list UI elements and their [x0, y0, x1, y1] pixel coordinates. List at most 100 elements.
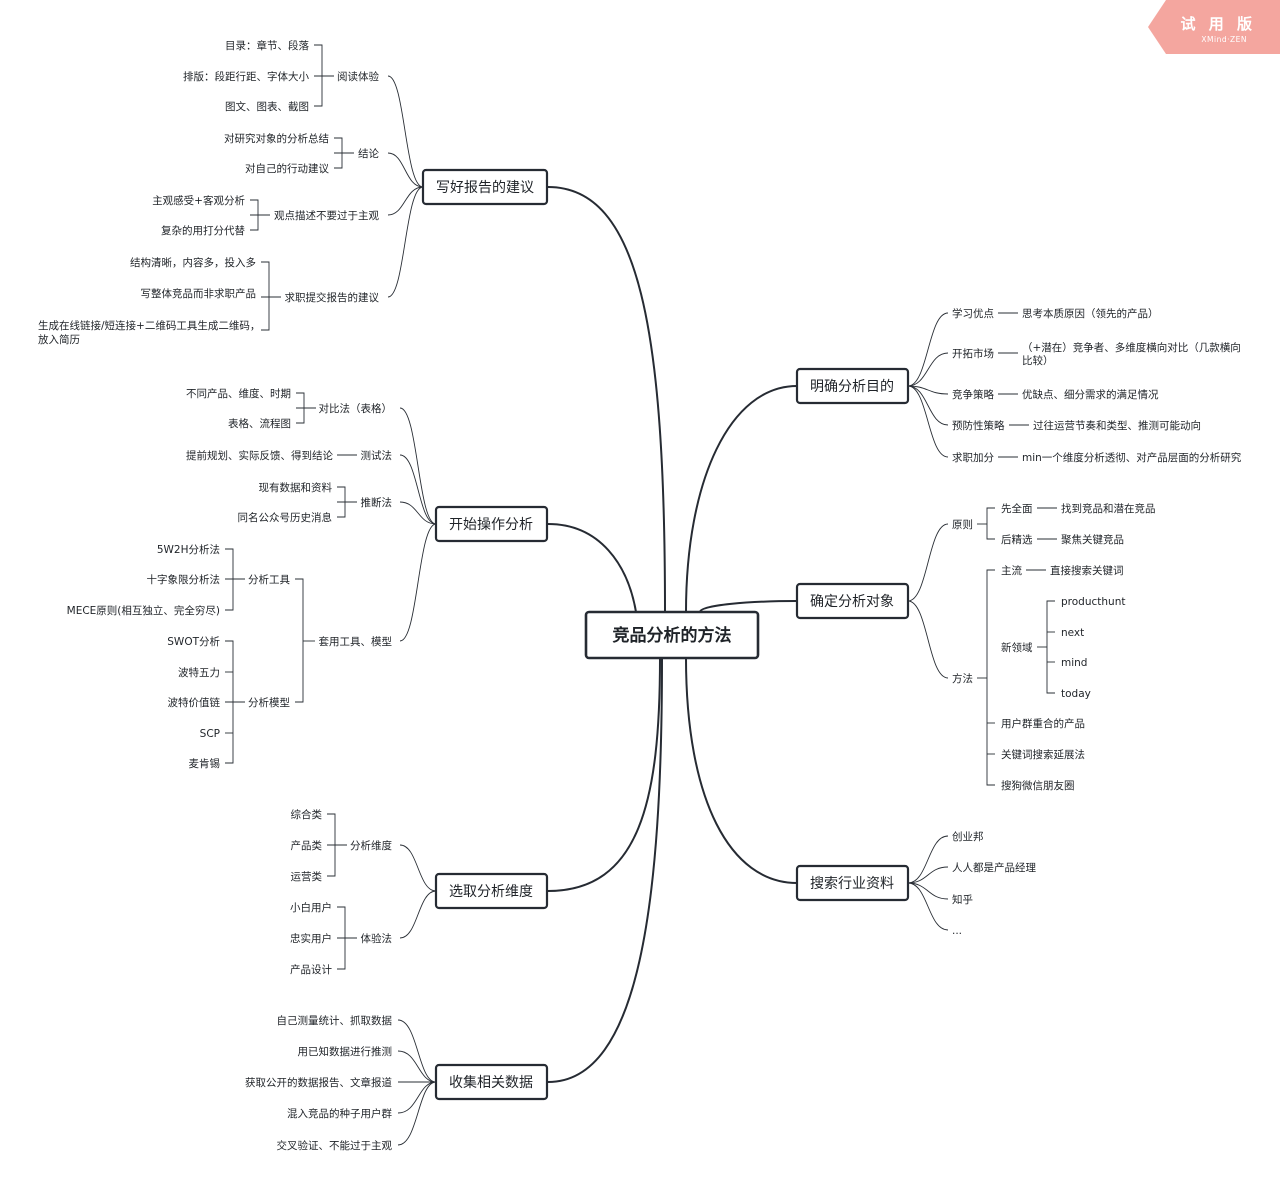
trial-badge[interactable]: 试 用 版 XMind·ZEN — [1148, 0, 1280, 54]
branch-target: 确定分析对象 原则 先全面 找到竞品和潜在竞品 后精选 聚焦关键竞品 方法 主流… — [795, 502, 1156, 792]
node-operation-type[interactable]: 运营类 — [291, 870, 323, 883]
node-conclusion[interactable]: 结论 — [358, 147, 379, 160]
node-zhihu[interactable]: 知乎 — [952, 893, 973, 906]
node-self-measure[interactable]: 自己测量统计、抓取数据 — [277, 1014, 393, 1027]
node-not-subjective[interactable]: 观点描述不要过于主观 — [274, 209, 379, 222]
node-quadrant[interactable]: 十字象限分析法 — [147, 573, 221, 586]
node-pictures[interactable]: 图文、图表、截图 — [225, 100, 309, 113]
node-online-link[interactable]: 生成在线链接/短连接+二维码工具生成二维码， — [38, 319, 260, 332]
main-node-label: 搜索行业资料 — [810, 875, 894, 892]
node-method[interactable]: 方法 — [952, 672, 973, 685]
node-swot[interactable]: SWOT分析 — [167, 635, 220, 648]
node-think-essence[interactable]: 思考本质原因（领先的产品） — [1022, 307, 1159, 320]
node-today[interactable]: today — [1061, 688, 1091, 700]
node-toc[interactable]: 目录：章节、段落 — [225, 39, 309, 52]
node-comprehensive[interactable]: 综合类 — [291, 808, 323, 821]
node-find-competitors[interactable]: 找到竞品和潜在竞品 — [1061, 502, 1156, 515]
branch-start-analysis: 开始操作分析 对比法（表格） 不同产品、维度、时期 表格、流程图 测试法 提前规… — [67, 387, 549, 770]
node-test-method[interactable]: 测试法 — [361, 449, 393, 462]
node-typesetting[interactable]: 排版：段距行距、字体大小 — [183, 70, 309, 83]
node-product-type[interactable]: 产品类 — [291, 839, 323, 852]
node-subjective-objective[interactable]: 主观感受+客观分析 — [152, 194, 245, 207]
node-new-domain[interactable]: 新领域 — [1001, 641, 1033, 654]
main-node-start-analysis[interactable]: 开始操作分析 — [434, 505, 549, 543]
node-open-market[interactable]: 开拓市场 — [952, 347, 994, 360]
node-deep-analysis[interactable]: min一个维度分析透彻、对产品层面的分析研究 — [1022, 451, 1242, 464]
main-node-label: 明确分析目的 — [810, 379, 894, 395]
branch-write-report: 写好报告的建议 阅读体验 目录：章节、段落 排版：段距行距、字体大小 图文、图表… — [38, 39, 549, 346]
node-sogou-wechat[interactable]: 搜狗微信朋友圈 — [1001, 779, 1075, 792]
main-node-label: 选取分析维度 — [449, 884, 533, 900]
node-mainstream[interactable]: 主流 — [1001, 564, 1022, 577]
main-node-label: 写好报告的建议 — [436, 180, 534, 196]
node-analysis-dims[interactable]: 分析维度 — [350, 839, 392, 852]
branch-purpose: 明确分析目的 学习优点 思考本质原因（领先的产品） 开拓市场 （+潜在）竞争者、… — [795, 307, 1242, 464]
main-node-purpose[interactable]: 明确分析目的 — [795, 367, 910, 405]
node-analysis-models[interactable]: 分析模型 — [248, 696, 290, 709]
node-job-report[interactable]: 求职提交报告的建议 — [285, 291, 380, 304]
main-node-target[interactable]: 确定分析对象 — [795, 582, 910, 620]
main-node-write-report[interactable]: 写好报告的建议 — [421, 168, 549, 206]
node-test-steps[interactable]: 提前规划、实际反馈、得到结论 — [186, 449, 333, 462]
node-analysis-tools[interactable]: 分析工具 — [248, 573, 290, 586]
node-action-advice[interactable]: 对自己的行动建议 — [245, 162, 329, 175]
node-learn-strengths[interactable]: 学习优点 — [952, 307, 994, 320]
node-seed-users[interactable]: 混入竞品的种子用户群 — [287, 1107, 392, 1120]
node-novice-user[interactable]: 小白用户 — [290, 901, 332, 914]
node-compare-method[interactable]: 对比法（表格） — [319, 402, 393, 415]
node-existing-data[interactable]: 现有数据和资料 — [259, 481, 333, 494]
node-scoring[interactable]: 复杂的用打分代替 — [161, 224, 245, 237]
node-principle[interactable]: 原则 — [952, 518, 973, 531]
node-competition-strategy[interactable]: 竞争策略 — [952, 388, 994, 401]
node-five-forces[interactable]: 波特五力 — [178, 666, 220, 679]
node-public-reports[interactable]: 获取公开的数据报告、文章报道 — [245, 1076, 392, 1089]
node-overlapping-users[interactable]: 用户群重合的产品 — [1001, 717, 1085, 730]
node-mckinsey[interactable]: 麦肯锡 — [189, 757, 221, 770]
badge-subtitle: XMind·ZEN — [1201, 35, 1247, 44]
node-whole-competitor[interactable]: 写整体竞品而非求职产品 — [141, 287, 257, 300]
root-node[interactable]: 竞品分析的方法 — [584, 610, 760, 660]
main-node-label: 确定分析对象 — [810, 594, 894, 610]
root-title: 竞品分析的方法 — [613, 625, 732, 646]
node-summary[interactable]: 对研究对象的分析总结 — [224, 132, 329, 145]
node-reading-experience[interactable]: 阅读体验 — [337, 70, 379, 83]
node-more[interactable]: ... — [952, 925, 962, 937]
node-5w2h[interactable]: 5W2H分析法 — [157, 543, 220, 556]
node-experience-method[interactable]: 体验法 — [361, 932, 393, 945]
node-mece[interactable]: MECE原则(相互独立、完全穷尽) — [67, 604, 220, 617]
node-compare-dims[interactable]: 不同产品、维度、时期 — [186, 387, 291, 400]
node-tools-models[interactable]: 套用工具、模型 — [319, 635, 393, 648]
node-wechat-history[interactable]: 同名公众号历史消息 — [238, 511, 333, 524]
node-next[interactable]: next — [1061, 627, 1084, 639]
node-competitors-compare[interactable]: （+潜在）竞争者、多维度横向对比（几款横向 — [1022, 341, 1241, 354]
node-pros-cons[interactable]: 优缺点、细分需求的满足情况 — [1022, 388, 1159, 401]
node-woshipm[interactable]: 人人都是产品经理 — [952, 861, 1036, 874]
node-product-design[interactable]: 产品设计 — [290, 963, 332, 976]
node-select-later[interactable]: 后精选 — [1001, 533, 1033, 546]
main-node-dimensions[interactable]: 选取分析维度 — [434, 872, 549, 910]
main-node-industry-search[interactable]: 搜索行业资料 — [795, 864, 910, 902]
node-value-chain[interactable]: 波特价值链 — [168, 696, 221, 709]
node-tables[interactable]: 表格、流程图 — [228, 417, 291, 430]
main-node-collect-data[interactable]: 收集相关数据 — [434, 1063, 549, 1101]
branch-dimensions: 选取分析维度 分析维度 综合类 产品类 运营类 体验法 小白用户 忠实用户 产品… — [290, 808, 549, 976]
node-comprehensive-first[interactable]: 先全面 — [1001, 502, 1033, 515]
node-producthunt[interactable]: producthunt — [1061, 596, 1125, 608]
node-job-bonus[interactable]: 求职加分 — [952, 452, 994, 464]
node-search-keywords[interactable]: 直接搜索关键词 — [1050, 564, 1124, 577]
node-infer-known[interactable]: 用已知数据进行推测 — [298, 1045, 393, 1058]
node-past-operations[interactable]: 过往运营节奏和类型、推测可能动向 — [1033, 419, 1201, 432]
node-cross-validate[interactable]: 交叉验证、不能过于主观 — [277, 1139, 393, 1152]
node-scp[interactable]: SCP — [200, 728, 220, 740]
branch-industry-search: 搜索行业资料 创业邦 人人都是产品经理 知乎 ... — [795, 830, 1036, 937]
node-keyword-extension[interactable]: 关键词搜索延展法 — [1001, 748, 1085, 761]
node-mind[interactable]: mind — [1061, 657, 1087, 669]
node-infer-method[interactable]: 推断法 — [361, 496, 393, 509]
node-key-competitors[interactable]: 聚焦关键竞品 — [1061, 533, 1124, 546]
node-loyal-user[interactable]: 忠实用户 — [290, 932, 332, 945]
node-cyzone[interactable]: 创业邦 — [952, 830, 984, 843]
node-preventive-strategy[interactable]: 预防性策略 — [952, 419, 1005, 432]
node-competitors-compare-cont: 比较） — [1022, 354, 1054, 367]
node-online-link-cont: 放入简历 — [38, 333, 80, 346]
node-clear-structure[interactable]: 结构清晰，内容多，投入多 — [130, 256, 256, 269]
